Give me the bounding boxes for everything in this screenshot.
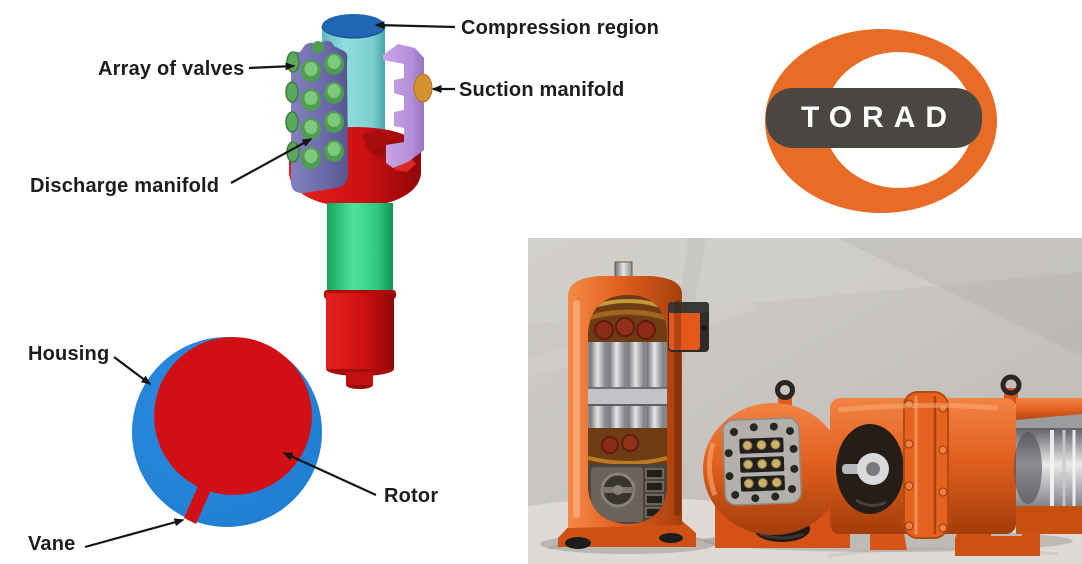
label-rotor: Rotor (384, 485, 439, 507)
rotor-circle (154, 337, 312, 495)
valve-array (301, 41, 344, 169)
suction-manifold-block (383, 44, 433, 168)
shaft-red-section (326, 293, 394, 369)
discharge-manifold-block (285, 40, 349, 194)
terminal-plate (722, 417, 802, 506)
arrow-housing (113, 356, 152, 385)
rubber-foot (659, 533, 683, 543)
compressor-diagram (84, 14, 456, 549)
vane-shape (184, 477, 214, 524)
label-suction-manifold: Suction manifold (459, 79, 625, 101)
motor-windings-top (588, 295, 667, 347)
shaft-green-section (327, 203, 393, 292)
suction-port (413, 73, 433, 103)
motor-windings-bottom (588, 428, 667, 465)
torad-logo: TORAD (765, 29, 997, 213)
leader-arrows (84, 21, 456, 549)
compression-mechanism (588, 464, 667, 524)
shaft (324, 203, 396, 389)
vertical-compressor (558, 261, 709, 549)
rotor-cylinders (588, 342, 667, 428)
arrow-rotor (282, 451, 377, 497)
label-housing: Housing (28, 343, 110, 365)
cad-assembly (285, 14, 433, 389)
arrow-compression-region (374, 21, 456, 30)
arrow-vane (84, 518, 185, 549)
logo-wordmark-band: TORAD (766, 88, 982, 148)
label-array-of-valves: Array of valves (98, 58, 245, 80)
label-compression-region: Compression region (461, 17, 660, 39)
cut-open-section (1014, 398, 1082, 534)
terminal-blocks (739, 437, 785, 492)
arrow-discharge-manifold (230, 138, 313, 184)
label-discharge-manifold: Discharge manifold (30, 175, 220, 197)
valve-edge-column (285, 51, 300, 163)
logo-wordmark: TORAD (800, 101, 958, 134)
cutaway-internals (588, 295, 667, 524)
junction-box (668, 302, 709, 352)
shaft-stub (346, 372, 373, 385)
product-photo (528, 238, 1082, 564)
horizontal-compressor (703, 374, 1082, 556)
arrow-array-of-valves (248, 62, 296, 71)
rubber-foot (565, 537, 591, 549)
flange-ring (903, 391, 949, 539)
body-cutaway (836, 424, 904, 514)
label-vane: Vane (28, 533, 76, 555)
cross-section (132, 337, 322, 527)
